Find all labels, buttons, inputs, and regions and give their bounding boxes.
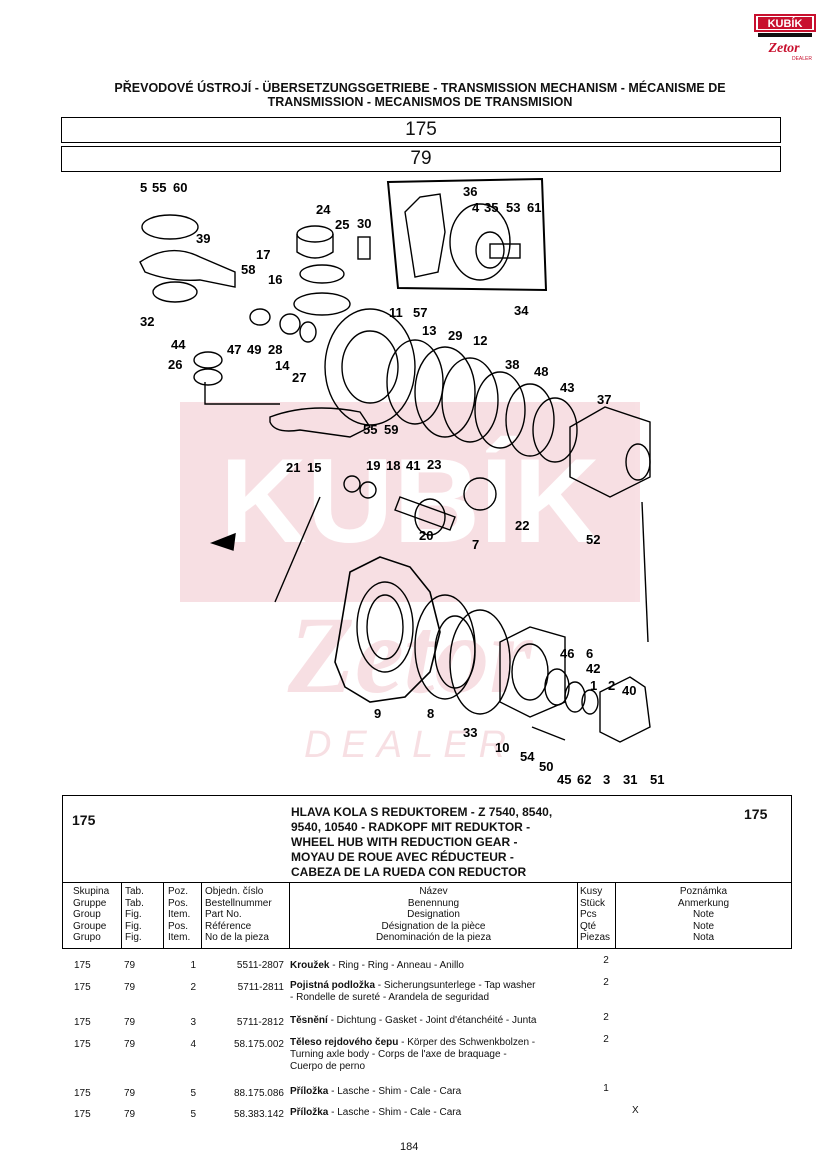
group-title: HLAVA KOLA S REDUKTOREM - Z 7540, 8540, … [291,805,611,880]
callout-37: 37 [597,392,611,407]
callout-29: 29 [448,328,462,343]
callout-13: 13 [422,323,436,338]
callout-2: 2 [608,678,615,693]
callout-55: 55 [152,180,166,195]
logo-brand-text: KUBÍK [768,17,803,30]
callout-4: 4 [472,200,480,215]
callout-43: 43 [560,380,574,395]
callout-41: 41 [406,458,420,473]
callout-5: 5 [140,180,147,195]
callout-26: 26 [168,357,182,372]
callout-47: 47 [227,342,241,357]
header-pos: Poz.Pos.Item.Pos.Item. [163,883,201,948]
callout-57: 57 [413,305,427,320]
group-title-line: CABEZA DE LA RUEDA CON REDUCTOR [291,865,527,879]
callout-53: 53 [506,200,520,215]
callout-16: 16 [268,272,282,287]
callout-8: 8 [427,706,434,721]
callout-28: 28 [268,342,282,357]
callout-15: 15 [307,460,321,475]
group-title-line: HLAVA KOLA S REDUKTOREM - Z 7540, 8540, [291,805,553,819]
callout-59: 59 [384,422,398,437]
callout-24: 24 [316,202,331,217]
callout-39: 39 [196,231,210,246]
callout-45: 45 [557,772,571,787]
page-title: PŘEVODOVÉ ÚSTROJÍ - ÜBERSETZUNGSGETRIEBE… [100,81,740,109]
page-title-line1: PŘEVODOVÉ ÚSTROJÍ - ÜBERSETZUNGSGETRIEBE… [114,81,726,95]
callout-6: 6 [586,646,593,661]
callout-7: 7 [472,537,479,552]
group-number-box: 175 [61,117,781,143]
kubik-zetor-logo: KUBÍK Zetor DEALER [754,14,816,62]
callout-38: 38 [505,357,519,372]
logo-dealer-text: DEALER [792,56,812,62]
callout-50: 50 [539,759,553,774]
callout-33: 33 [463,725,477,740]
callout-51: 51 [650,772,664,787]
callout-23: 23 [427,457,441,472]
group-info-box [62,795,792,884]
callout-19: 19 [366,458,380,473]
callout-42: 42 [586,661,600,676]
callout-36: 36 [463,184,477,199]
callouts: 5 55 60 39 32 24 25 30 17 58 16 36 4 35 … [140,180,664,787]
page-number: 184 [400,1141,419,1153]
figure-number-box: 79 [61,146,781,172]
callout-30: 30 [357,216,371,231]
group-number-left: 175 [72,812,96,828]
group-title-line: 9540, 10540 - RADKOPF MIT REDUKTOR - [291,820,531,834]
callout-17: 17 [256,247,270,262]
callout-54: 54 [520,749,535,764]
callout-44: 44 [171,337,186,352]
watermark-dealer: DEALER [304,724,516,766]
group-number-right: 175 [744,806,768,822]
callout-18: 18 [386,458,400,473]
callout-52: 52 [586,532,600,547]
callout-62: 62 [577,772,591,787]
callout-27: 27 [292,370,306,385]
callout-1: 1 [590,678,597,693]
exploded-diagram: KUBÍK Zetor DEALER [139,177,664,787]
group-title-line: MOYAU DE ROUE AVEC RÉDUCTEUR - [291,850,514,864]
callout-46: 46 [560,646,574,661]
callout-31: 31 [623,772,637,787]
callout-35: 35 [484,200,498,215]
callout-14: 14 [275,358,290,373]
callout-22: 22 [515,518,529,533]
callout-10: 10 [495,740,509,755]
callout-21: 21 [286,460,300,475]
callout-60: 60 [173,180,187,195]
callout-40: 40 [622,683,636,698]
callout-25: 25 [335,217,349,232]
callout-12: 12 [473,333,487,348]
watermark-zetor: Zetor [287,594,534,716]
callout-9: 9 [374,706,381,721]
callout-11: 11 [389,305,403,320]
callout-48: 48 [534,364,548,379]
callout-58: 58 [241,262,255,277]
logo-zetor-text: Zetor [767,41,800,56]
header-tab: Tab.Tab.Fig.Fig.Fig. [121,883,163,948]
callout-32: 32 [140,314,154,329]
page-title-line2: TRANSMISSION - MECANISMOS DE TRANSMISION [267,95,573,109]
callout-3: 3 [603,772,610,787]
group-title-line: WHEEL HUB WITH REDUCTION GEAR - [291,835,518,849]
callout-49: 49 [247,342,261,357]
callout-61: 61 [527,200,541,215]
callout-55b: 55 [363,422,377,437]
callout-34: 34 [514,303,529,318]
callout-20: 20 [419,528,433,543]
